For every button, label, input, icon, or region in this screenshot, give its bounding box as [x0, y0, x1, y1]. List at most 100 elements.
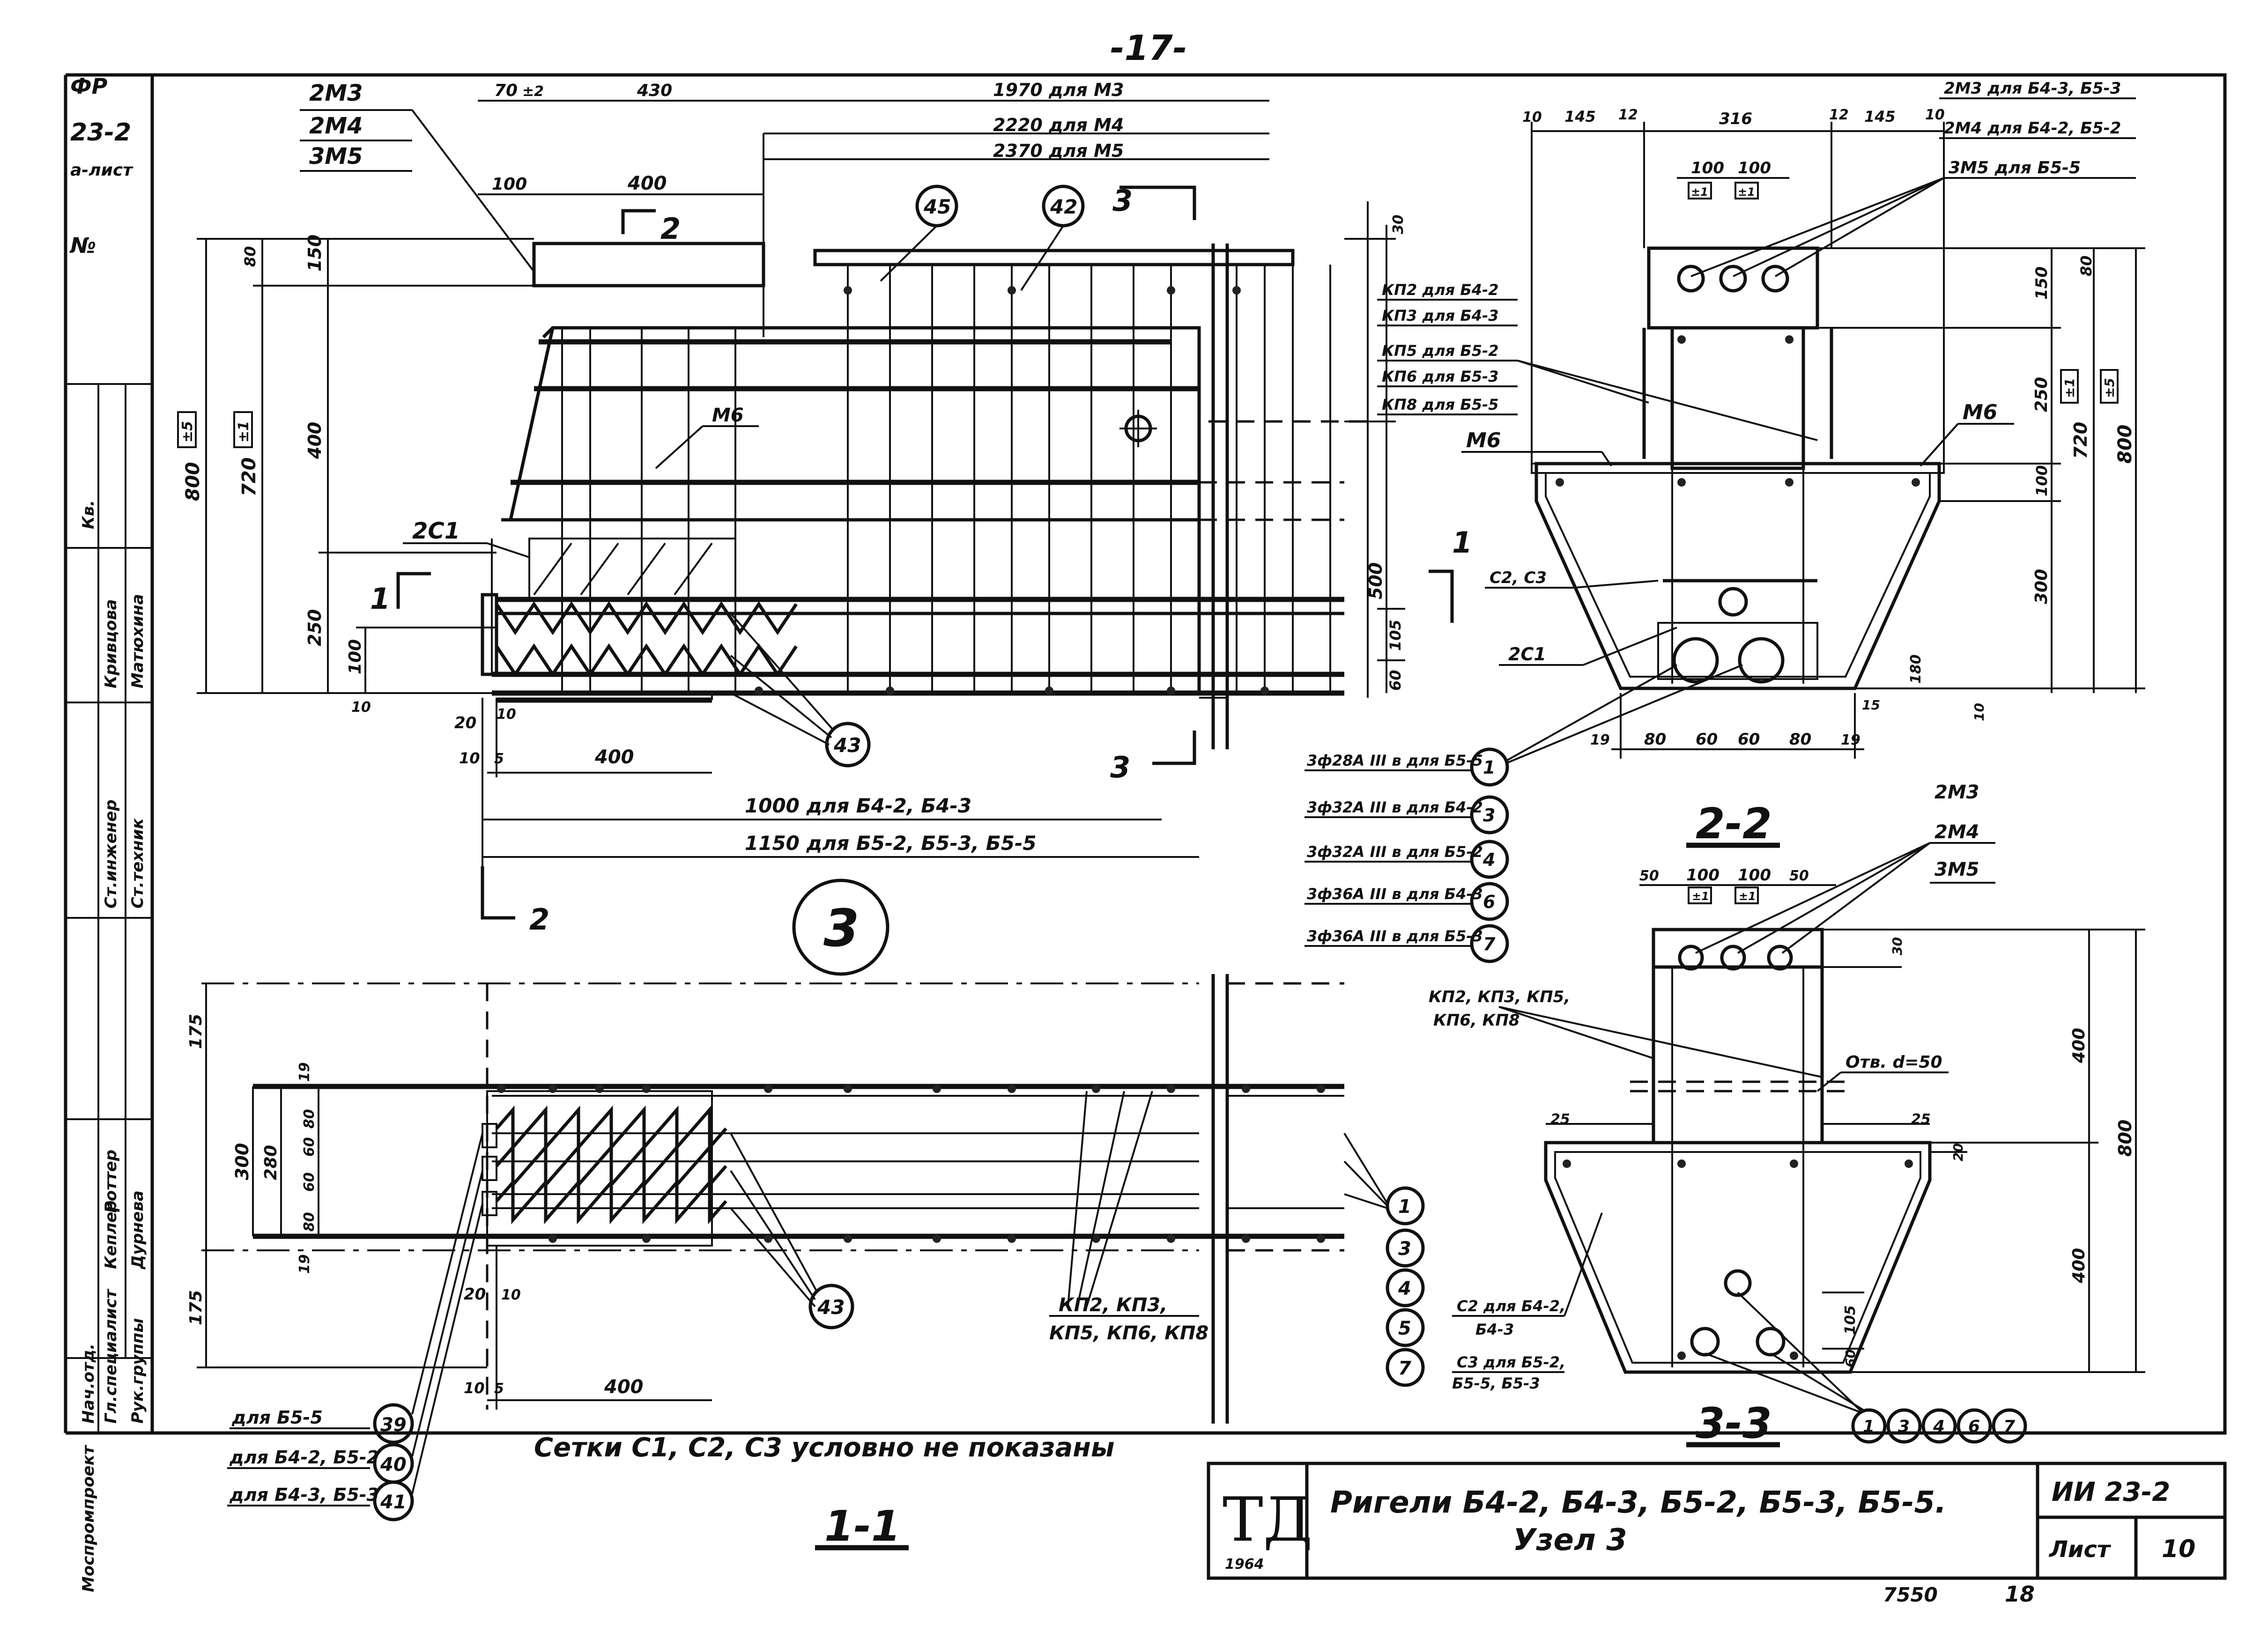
footer-number: 7550 — [1883, 1583, 1938, 1606]
svg-text:175: 175 — [186, 1014, 206, 1049]
svg-text:2220 для М4: 2220 для М4 — [993, 115, 1124, 135]
svg-text:1: 1 — [1863, 1417, 1875, 1436]
svg-text:7: 7 — [2003, 1417, 2015, 1436]
svg-text:19: 19 — [1841, 732, 1860, 748]
node-number: 3 — [823, 898, 860, 958]
svg-text:5: 5 — [494, 751, 504, 767]
svg-text:23-2: 23-2 — [70, 118, 131, 147]
svg-text:720: 720 — [238, 458, 260, 497]
svg-text:6: 6 — [1968, 1417, 1980, 1436]
svg-text:±2: ±2 — [522, 83, 544, 100]
view22-bar-list: 3ф28А III в для Б5-5 1 3ф32А III в для Б… — [1304, 664, 1743, 963]
svg-text:400: 400 — [2069, 1248, 2089, 1284]
view11-bar-callouts: 1 3 4 5 7 — [1343, 1132, 1425, 1387]
svg-text:Б5-5, Б5-3: Б5-5, Б5-3 — [1452, 1374, 1540, 1392]
svg-text:800: 800 — [182, 462, 204, 502]
svg-text:400: 400 — [304, 422, 325, 459]
svg-text:50: 50 — [1789, 868, 1809, 884]
svg-text:19: 19 — [296, 1254, 313, 1274]
svg-text:±1: ±1 — [2062, 378, 2077, 398]
svg-text:5: 5 — [494, 1381, 504, 1397]
svg-text:С2 для Б4-2,: С2 для Б4-2, — [1457, 1297, 1565, 1315]
svg-text:±1: ±1 — [1691, 185, 1708, 199]
svg-text:19: 19 — [1590, 732, 1610, 748]
svg-text:3ф36А III в для Б5-3: 3ф36А III в для Б5-3 — [1307, 927, 1483, 945]
svg-text:80: 80 — [2077, 255, 2095, 276]
svg-text:70: 70 — [494, 81, 518, 100]
svg-text:5: 5 — [1398, 1318, 1411, 1339]
svg-text:2: 2 — [529, 902, 549, 937]
svg-text:105: 105 — [1386, 620, 1404, 651]
svg-text:800: 800 — [2114, 425, 2136, 464]
svg-text:2370 для М5: 2370 для М5 — [993, 140, 1124, 161]
svg-text:3ф28А III в для Б5-5: 3ф28А III в для Б5-5 — [1307, 752, 1483, 769]
svg-text:45: 45 — [923, 195, 951, 218]
svg-text:80: 80 — [241, 246, 259, 267]
svg-text:60: 60 — [301, 1172, 318, 1192]
svg-text:60: 60 — [1696, 730, 1718, 749]
svg-text:±5: ±5 — [2102, 378, 2117, 398]
svg-text:для Б5-5: для Б5-5 — [231, 1407, 323, 1428]
view11-note: Сетки С1, С2, С3 условно не показаны — [534, 1433, 1115, 1463]
svg-text:±1: ±1 — [1738, 185, 1755, 199]
svg-text:10: 10 — [351, 699, 371, 716]
svg-text:40: 40 — [380, 1454, 407, 1476]
svg-text:100: 100 — [2033, 465, 2051, 496]
svg-text:25: 25 — [1911, 1111, 1931, 1128]
svg-text:2М3 для Б4-3, Б5-3: 2М3 для Б4-3, Б5-3 — [1944, 79, 2121, 98]
svg-text:43: 43 — [817, 1296, 845, 1319]
drawing-title-line1: Ригели Б4-2, Б4-3, Б5-2, Б5-3, Б5-5. — [1330, 1485, 1946, 1520]
logo: ТД — [1223, 1484, 1312, 1555]
svg-text:Отв. d=50: Отв. d=50 — [1846, 1053, 1942, 1072]
svg-text:КП2, КП3, КП5,: КП2, КП3, КП5, — [1429, 988, 1570, 1006]
side-stamp-top: ФР 23-2 а-лист № — [69, 74, 133, 258]
svg-text:3: 3 — [1112, 184, 1133, 218]
svg-text:3: 3 — [1483, 805, 1495, 826]
svg-text:3М5: 3М5 — [309, 143, 363, 170]
svg-text:1000 для Б4-2, Б4-3: 1000 для Б4-2, Б4-3 — [745, 794, 971, 817]
svg-text:100: 100 — [1691, 159, 1724, 177]
svg-text:80: 80 — [301, 1109, 318, 1129]
svg-text:20: 20 — [454, 714, 476, 732]
svg-text:2М4 для Б4-2, Б5-2: 2М4 для Б4-2, Б5-2 — [1944, 119, 2121, 138]
svg-text:19: 19 — [296, 1062, 313, 1082]
svg-text:для Б4-2, Б5-2: для Б4-2, Б5-2 — [229, 1447, 379, 1468]
svg-text:300: 300 — [232, 1143, 252, 1180]
svg-text:КП5 для Б5-2: КП5 для Б5-2 — [1382, 342, 1499, 360]
svg-text:Кривцова: Кривцова — [102, 599, 120, 689]
svg-text:100: 100 — [492, 175, 527, 194]
svg-text:С2, С3: С2, С3 — [1490, 569, 1547, 587]
svg-text:10: 10 — [1925, 107, 1945, 123]
year: 1964 — [1225, 1556, 1264, 1573]
view11-legend: для Б5-5 39 для Б4-2, Б5-2 40 для Б4-3, … — [227, 1133, 483, 1521]
svg-text:10: 10 — [497, 706, 516, 723]
svg-text:720: 720 — [2070, 422, 2091, 459]
view-11: 175 300 280 175 19 19 80 60 60 80 20 10 … — [186, 974, 1425, 1551]
svg-text:М6: М6 — [1963, 400, 1997, 424]
svg-text:4: 4 — [1398, 1278, 1411, 1300]
svg-text:60: 60 — [1843, 1349, 1858, 1367]
svg-text:100: 100 — [1738, 866, 1771, 885]
svg-text:М6: М6 — [712, 405, 744, 426]
svg-text:60: 60 — [301, 1137, 318, 1157]
svg-text:7: 7 — [1483, 934, 1496, 954]
svg-text:2С1: 2С1 — [1508, 644, 1546, 665]
svg-text:30: 30 — [1390, 214, 1407, 234]
svg-text:1: 1 — [1483, 757, 1495, 778]
svg-text:30: 30 — [1890, 937, 1905, 955]
svg-text:100: 100 — [346, 639, 365, 674]
svg-text:ФР: ФР — [70, 74, 108, 99]
view33-bar-callouts: 1 3 4 6 7 — [1705, 1292, 2027, 1444]
footer-page: 18 — [2005, 1581, 2035, 1607]
svg-text:1: 1 — [1452, 525, 1472, 560]
svg-text:12: 12 — [1829, 107, 1849, 123]
svg-text:316: 316 — [1719, 110, 1752, 128]
svg-text:150: 150 — [304, 235, 325, 272]
svg-text:Гл.специалист: Гл.специалист — [102, 1288, 120, 1424]
svg-text:145: 145 — [1564, 108, 1596, 126]
svg-text:Матюхина: Матюхина — [128, 594, 147, 688]
svg-text:12: 12 — [1618, 107, 1638, 123]
view33-title: 3-3 — [1696, 1399, 1772, 1448]
node-number-circle — [792, 879, 889, 976]
